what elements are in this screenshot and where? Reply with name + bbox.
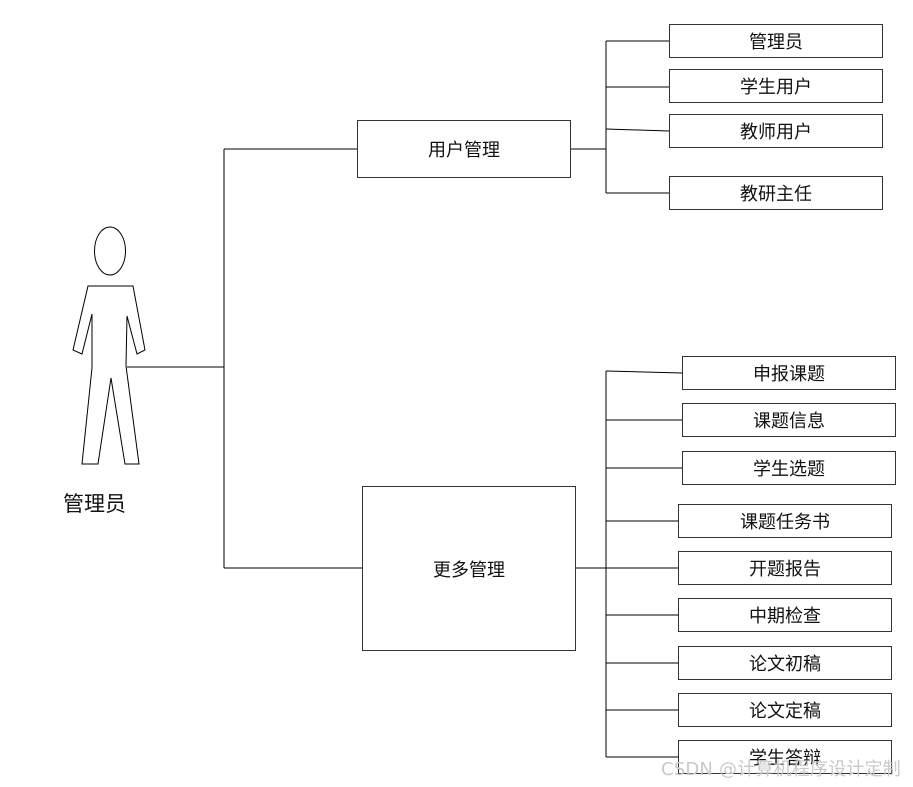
actor-label: 管理员 xyxy=(63,492,126,516)
node-user-management: 用户管理 xyxy=(357,120,571,178)
node-more-management: 更多管理 xyxy=(362,486,576,651)
node-admin: 管理员 xyxy=(669,24,883,58)
node-teacher-user: 教师用户 xyxy=(669,114,883,148)
node-topic-info: 课题信息 xyxy=(682,403,896,437)
watermark: CSDN @计算机程序设计定制 xyxy=(660,759,901,780)
node-thesis-final: 论文定稿 xyxy=(678,693,892,727)
actor-figure xyxy=(72,226,146,465)
node-proposal-report: 开题报告 xyxy=(678,551,892,585)
node-task-book: 课题任务书 xyxy=(678,504,892,538)
node-thesis-draft: 论文初稿 xyxy=(678,646,892,680)
node-research-director: 教研主任 xyxy=(669,176,883,210)
node-student-defense: 学生答辩 xyxy=(678,740,892,774)
node-declare-topic: 申报课题 xyxy=(682,356,896,390)
node-midterm-check: 中期检查 xyxy=(678,598,892,632)
node-student-user: 学生用户 xyxy=(669,69,883,103)
node-student-topic-selection: 学生选题 xyxy=(682,451,896,485)
